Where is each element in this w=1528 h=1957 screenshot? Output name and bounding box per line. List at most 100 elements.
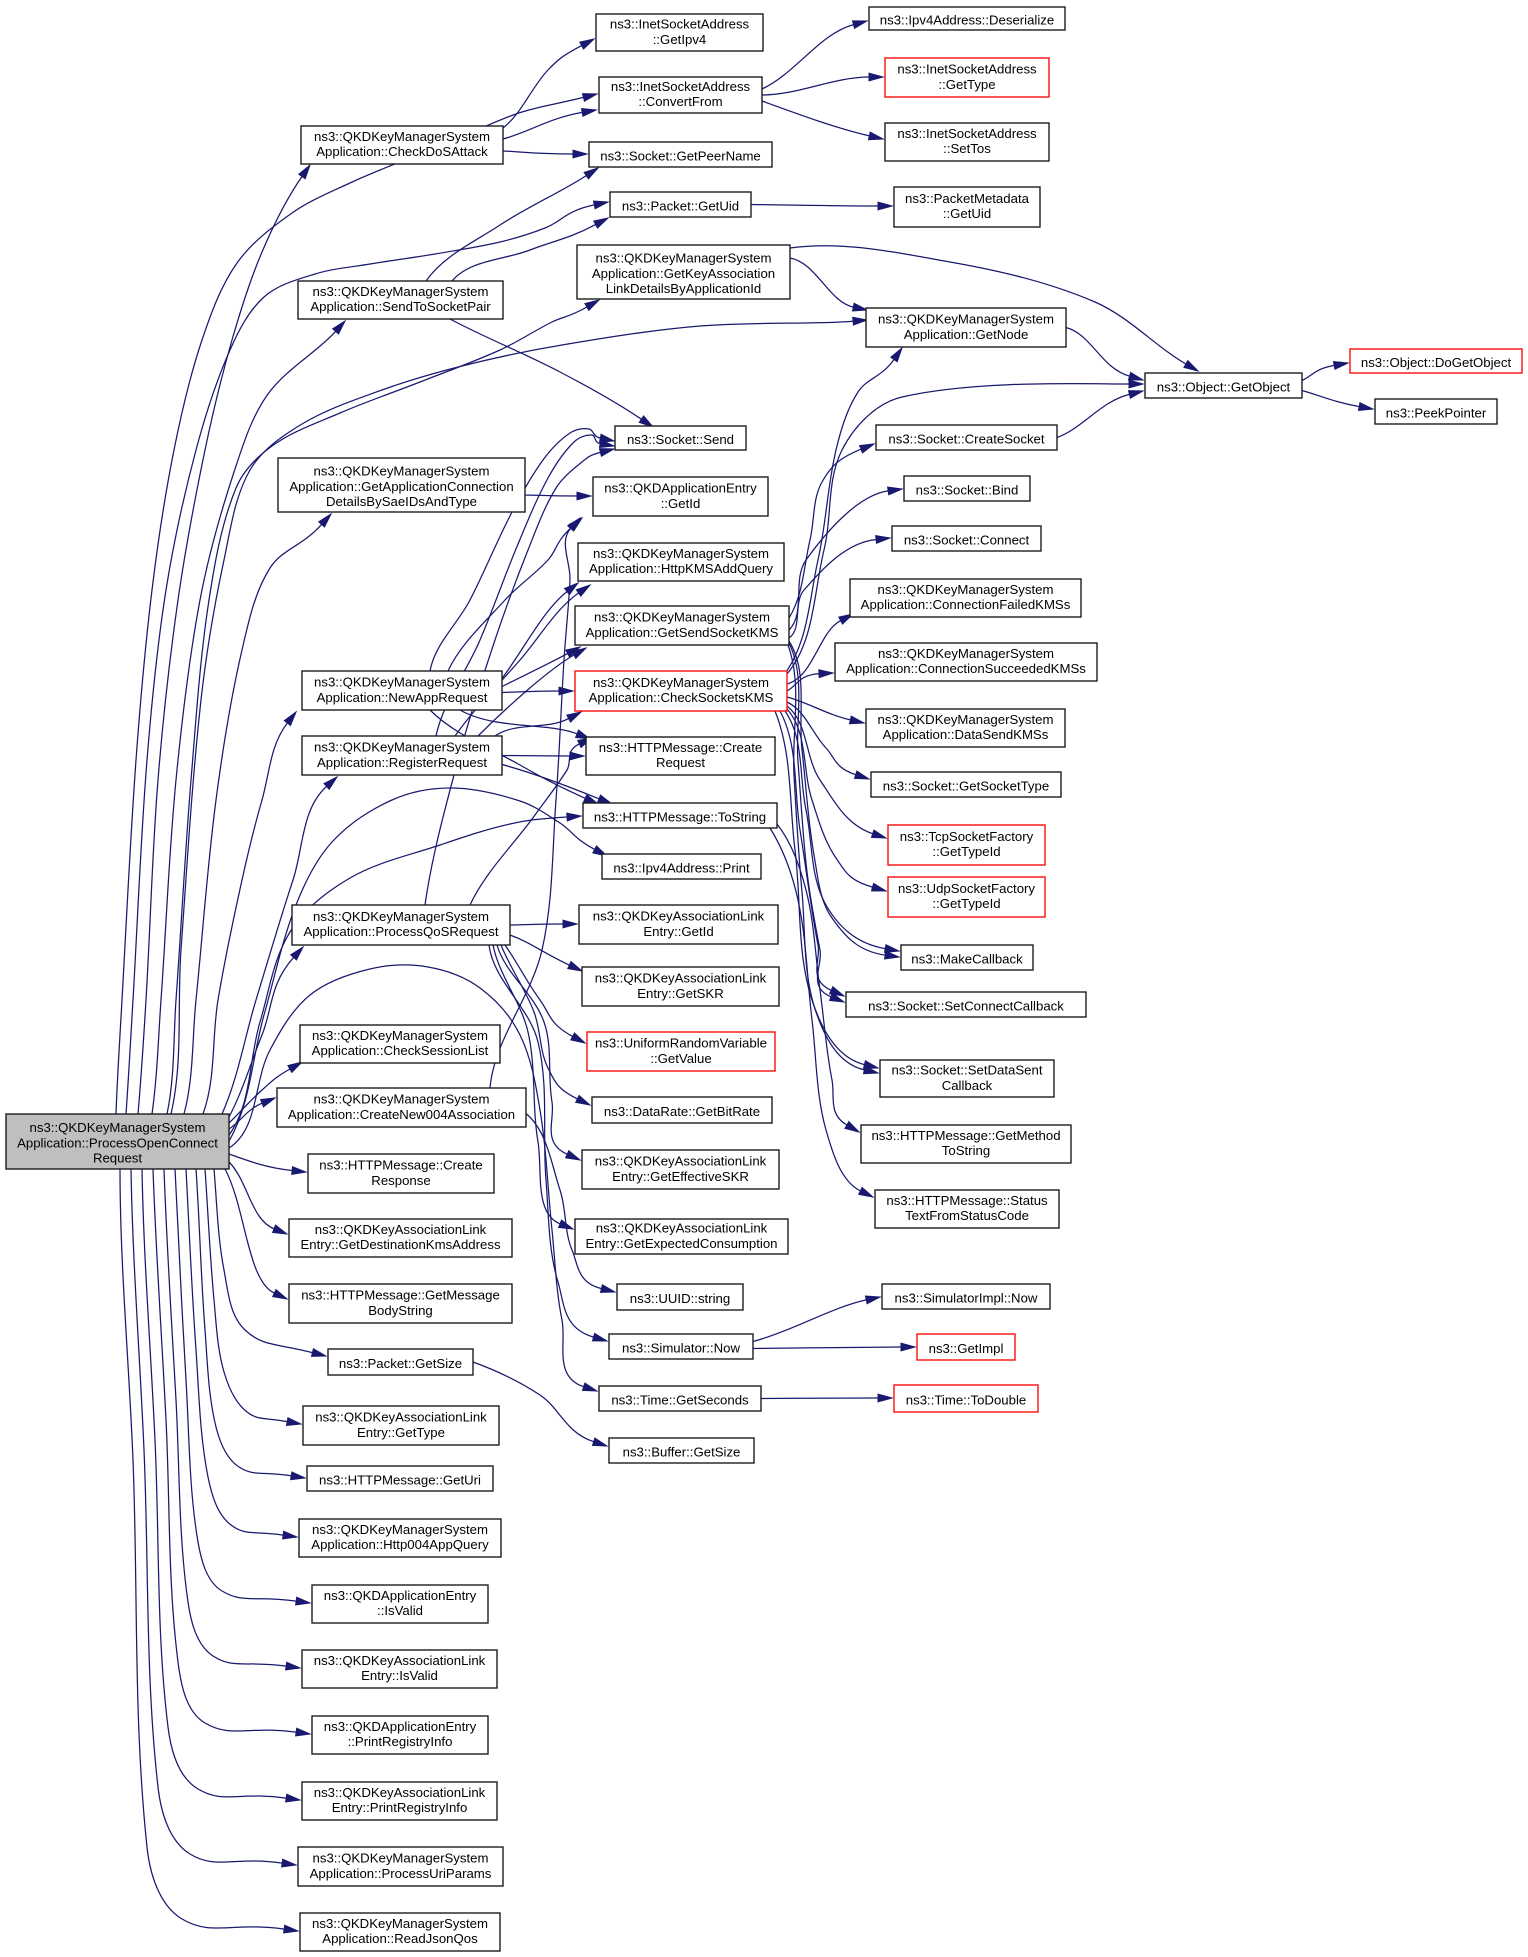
svg-text:::GetIpv4: ::GetIpv4	[653, 32, 707, 47]
svg-text:Entry::GetId: Entry::GetId	[643, 924, 713, 939]
svg-text:Application::GetSendSocketKMS: Application::GetSendSocketKMS	[586, 625, 779, 640]
svg-text:BodyString: BodyString	[368, 1303, 433, 1318]
svg-text:ns3::HTTPMessage::GetUri: ns3::HTTPMessage::GetUri	[319, 1472, 481, 1487]
svg-text:ns3::Simulator::Now: ns3::Simulator::Now	[622, 1340, 740, 1355]
svg-text:::PrintRegistryInfo: ::PrintRegistryInfo	[348, 1734, 453, 1749]
svg-text:ns3::Packet::GetUid: ns3::Packet::GetUid	[622, 198, 739, 213]
svg-text:Entry::GetEffectiveSKR: Entry::GetEffectiveSKR	[612, 1169, 749, 1184]
svg-text:ns3::TcpSocketFactory: ns3::TcpSocketFactory	[900, 829, 1034, 844]
svg-text:ns3::QKDApplicationEntry: ns3::QKDApplicationEntry	[604, 481, 757, 496]
svg-text:ns3::PacketMetadata: ns3::PacketMetadata	[905, 191, 1030, 206]
svg-text:ns3::GetImpl: ns3::GetImpl	[929, 1341, 1004, 1356]
svg-text:ns3::QKDKeyAssociationLink: ns3::QKDKeyAssociationLink	[315, 1222, 487, 1237]
svg-text:::GetTypeId: ::GetTypeId	[932, 844, 1000, 859]
svg-text:ns3::QKDKeyAssociationLink: ns3::QKDKeyAssociationLink	[314, 1785, 486, 1800]
svg-text:ns3::QKDKeyManagerSystem: ns3::QKDKeyManagerSystem	[593, 675, 769, 690]
svg-text:ns3::Socket::CreateSocket: ns3::Socket::CreateSocket	[888, 431, 1044, 446]
svg-text:ns3::QKDKeyManagerSystem: ns3::QKDKeyManagerSystem	[313, 909, 489, 924]
svg-text:Application::ProcessQoSRequest: Application::ProcessQoSRequest	[304, 924, 499, 939]
svg-text:ns3::QKDKeyManagerSystem: ns3::QKDKeyManagerSystem	[878, 646, 1054, 661]
svg-text:ns3::QKDApplicationEntry: ns3::QKDApplicationEntry	[324, 1719, 477, 1734]
svg-text:::GetType: ::GetType	[938, 77, 995, 92]
svg-text:ns3::UdpSocketFactory: ns3::UdpSocketFactory	[898, 881, 1035, 896]
svg-text:Callback: Callback	[942, 1078, 993, 1093]
svg-text:ns3::HTTPMessage::Status: ns3::HTTPMessage::Status	[886, 1193, 1048, 1208]
svg-text:ns3::UUID::string: ns3::UUID::string	[630, 1291, 730, 1306]
svg-text:ns3::QKDKeyManagerSystem: ns3::QKDKeyManagerSystem	[593, 546, 769, 561]
svg-text:ns3::Socket::Connect: ns3::Socket::Connect	[904, 532, 1030, 547]
svg-text:ns3::Ipv4Address::Print: ns3::Ipv4Address::Print	[613, 860, 750, 875]
svg-text:Request: Request	[93, 1150, 142, 1165]
svg-text:Entry::GetExpectedConsumption: Entry::GetExpectedConsumption	[585, 1236, 777, 1251]
svg-text:ns3::Object::GetObject: ns3::Object::GetObject	[1157, 379, 1291, 394]
svg-text:Application::GetKeyAssociation: Application::GetKeyAssociation	[592, 266, 775, 281]
svg-text:Application::HttpKMSAddQuery: Application::HttpKMSAddQuery	[589, 561, 773, 576]
svg-text:ns3::QKDKeyAssociationLink: ns3::QKDKeyAssociationLink	[314, 1653, 486, 1668]
svg-text:ns3::QKDKeyManagerSystem: ns3::QKDKeyManagerSystem	[312, 1916, 488, 1931]
svg-text:Application::DataSendKMSs: Application::DataSendKMSs	[883, 727, 1049, 742]
svg-text:ns3::QKDKeyManagerSystem: ns3::QKDKeyManagerSystem	[30, 1120, 206, 1135]
svg-text:ns3::QKDKeyManagerSystem: ns3::QKDKeyManagerSystem	[312, 1522, 488, 1537]
svg-text:Entry::PrintRegistryInfo: Entry::PrintRegistryInfo	[332, 1800, 468, 1815]
svg-text:ns3::Socket::GetPeerName: ns3::Socket::GetPeerName	[600, 148, 761, 163]
svg-text:ns3::QKDKeyManagerSystem: ns3::QKDKeyManagerSystem	[313, 1851, 489, 1866]
svg-text:Application::CheckSocketsKMS: Application::CheckSocketsKMS	[589, 690, 774, 705]
svg-text:ns3::QKDKeyManagerSystem: ns3::QKDKeyManagerSystem	[878, 712, 1054, 727]
svg-text:ns3::QKDKeyManagerSystem: ns3::QKDKeyManagerSystem	[314, 675, 490, 690]
svg-text:Application::GetNode: Application::GetNode	[904, 327, 1029, 342]
svg-text:ns3::QKDKeyAssociationLink: ns3::QKDKeyAssociationLink	[593, 909, 765, 924]
svg-text:Application::Http004AppQuery: Application::Http004AppQuery	[311, 1537, 489, 1552]
svg-text:Entry::IsValid: Entry::IsValid	[361, 1668, 438, 1683]
svg-text:ns3::QKDKeyManagerSystem: ns3::QKDKeyManagerSystem	[314, 740, 490, 755]
svg-text:ns3::DataRate::GetBitRate: ns3::DataRate::GetBitRate	[604, 1104, 760, 1119]
svg-text:Application::NewAppRequest: Application::NewAppRequest	[317, 690, 488, 705]
svg-text:ns3::InetSocketAddress: ns3::InetSocketAddress	[897, 126, 1037, 141]
svg-text:ns3::InetSocketAddress: ns3::InetSocketAddress	[611, 79, 751, 94]
svg-text:Application::RegisterRequest: Application::RegisterRequest	[317, 755, 487, 770]
svg-text:ns3::Ipv4Address::Deserialize: ns3::Ipv4Address::Deserialize	[880, 12, 1054, 27]
svg-text:ns3::Buffer::GetSize: ns3::Buffer::GetSize	[623, 1444, 741, 1459]
svg-text:ns3::Object::DoGetObject: ns3::Object::DoGetObject	[1361, 355, 1512, 370]
svg-text:ns3::InetSocketAddress: ns3::InetSocketAddress	[897, 62, 1037, 77]
svg-text:ns3::HTTPMessage::Create: ns3::HTTPMessage::Create	[319, 1158, 482, 1173]
svg-text:ns3::InetSocketAddress: ns3::InetSocketAddress	[610, 17, 750, 32]
svg-text:::IsValid: ::IsValid	[377, 1603, 423, 1618]
svg-text:ns3::QKDKeyManagerSystem: ns3::QKDKeyManagerSystem	[314, 1092, 490, 1107]
svg-text:Application::CreateNew004Assoc: Application::CreateNew004Association	[288, 1107, 515, 1122]
svg-text:ns3::UniformRandomVariable: ns3::UniformRandomVariable	[595, 1036, 767, 1051]
svg-text:ns3::HTTPMessage::ToString: ns3::HTTPMessage::ToString	[594, 809, 766, 824]
svg-text:ns3::Time::GetSeconds: ns3::Time::GetSeconds	[611, 1392, 749, 1407]
svg-text:ns3::QKDApplicationEntry: ns3::QKDApplicationEntry	[324, 1588, 477, 1603]
svg-text:ns3::QKDKeyManagerSystem: ns3::QKDKeyManagerSystem	[312, 1028, 488, 1043]
svg-text:ns3::Time::ToDouble: ns3::Time::ToDouble	[906, 1392, 1026, 1407]
svg-text:TextFromStatusCode: TextFromStatusCode	[905, 1208, 1029, 1223]
svg-text:Application::CheckDoSAttack: Application::CheckDoSAttack	[316, 144, 488, 159]
svg-text:ns3::PeekPointer: ns3::PeekPointer	[1386, 405, 1487, 420]
svg-text:ns3::HTTPMessage::GetMethod: ns3::HTTPMessage::GetMethod	[871, 1128, 1060, 1143]
svg-text:ns3::QKDKeyManagerSystem: ns3::QKDKeyManagerSystem	[596, 251, 772, 266]
svg-text:Application::ConnectionFailedK: Application::ConnectionFailedKMSs	[861, 597, 1071, 612]
svg-text:::ConvertFrom: ::ConvertFrom	[638, 94, 722, 109]
svg-text:ns3::QKDKeyAssociationLink: ns3::QKDKeyAssociationLink	[595, 1154, 767, 1169]
svg-text:Entry::GetType: Entry::GetType	[357, 1425, 445, 1440]
svg-text:Application::ProcessOpenConnec: Application::ProcessOpenConnect	[17, 1135, 218, 1150]
svg-text:ns3::Socket::Bind: ns3::Socket::Bind	[916, 482, 1019, 497]
svg-text:ns3::MakeCallback: ns3::MakeCallback	[911, 951, 1023, 966]
svg-text:ToString: ToString	[942, 1143, 990, 1158]
svg-text:::SetTos: ::SetTos	[943, 141, 991, 156]
svg-text:ns3::QKDKeyManagerSystem: ns3::QKDKeyManagerSystem	[313, 284, 489, 299]
svg-text:Request: Request	[656, 755, 705, 770]
svg-text:ns3::QKDKeyManagerSystem: ns3::QKDKeyManagerSystem	[314, 129, 490, 144]
svg-text:ns3::QKDKeyManagerSystem: ns3::QKDKeyManagerSystem	[878, 312, 1054, 327]
svg-text:ns3::Socket::SetConnectCallbac: ns3::Socket::SetConnectCallback	[868, 998, 1064, 1013]
svg-text:ns3::Socket::SetDataSent: ns3::Socket::SetDataSent	[891, 1063, 1042, 1078]
svg-text:Application::ReadJsonQos: Application::ReadJsonQos	[322, 1931, 478, 1946]
svg-text:::GetValue: ::GetValue	[650, 1051, 711, 1066]
svg-text:ns3::QKDKeyAssociationLink: ns3::QKDKeyAssociationLink	[596, 1221, 768, 1236]
svg-text:Application::ProcessUriParams: Application::ProcessUriParams	[310, 1866, 492, 1881]
svg-text:ns3::SimulatorImpl::Now: ns3::SimulatorImpl::Now	[895, 1290, 1038, 1305]
svg-text:Application::GetApplicationCon: Application::GetApplicationConnection	[289, 479, 513, 494]
svg-text:ns3::Socket::Send: ns3::Socket::Send	[627, 432, 734, 447]
svg-text:ns3::HTTPMessage::Create: ns3::HTTPMessage::Create	[599, 740, 762, 755]
svg-text:ns3::QKDKeyManagerSystem: ns3::QKDKeyManagerSystem	[314, 464, 490, 479]
